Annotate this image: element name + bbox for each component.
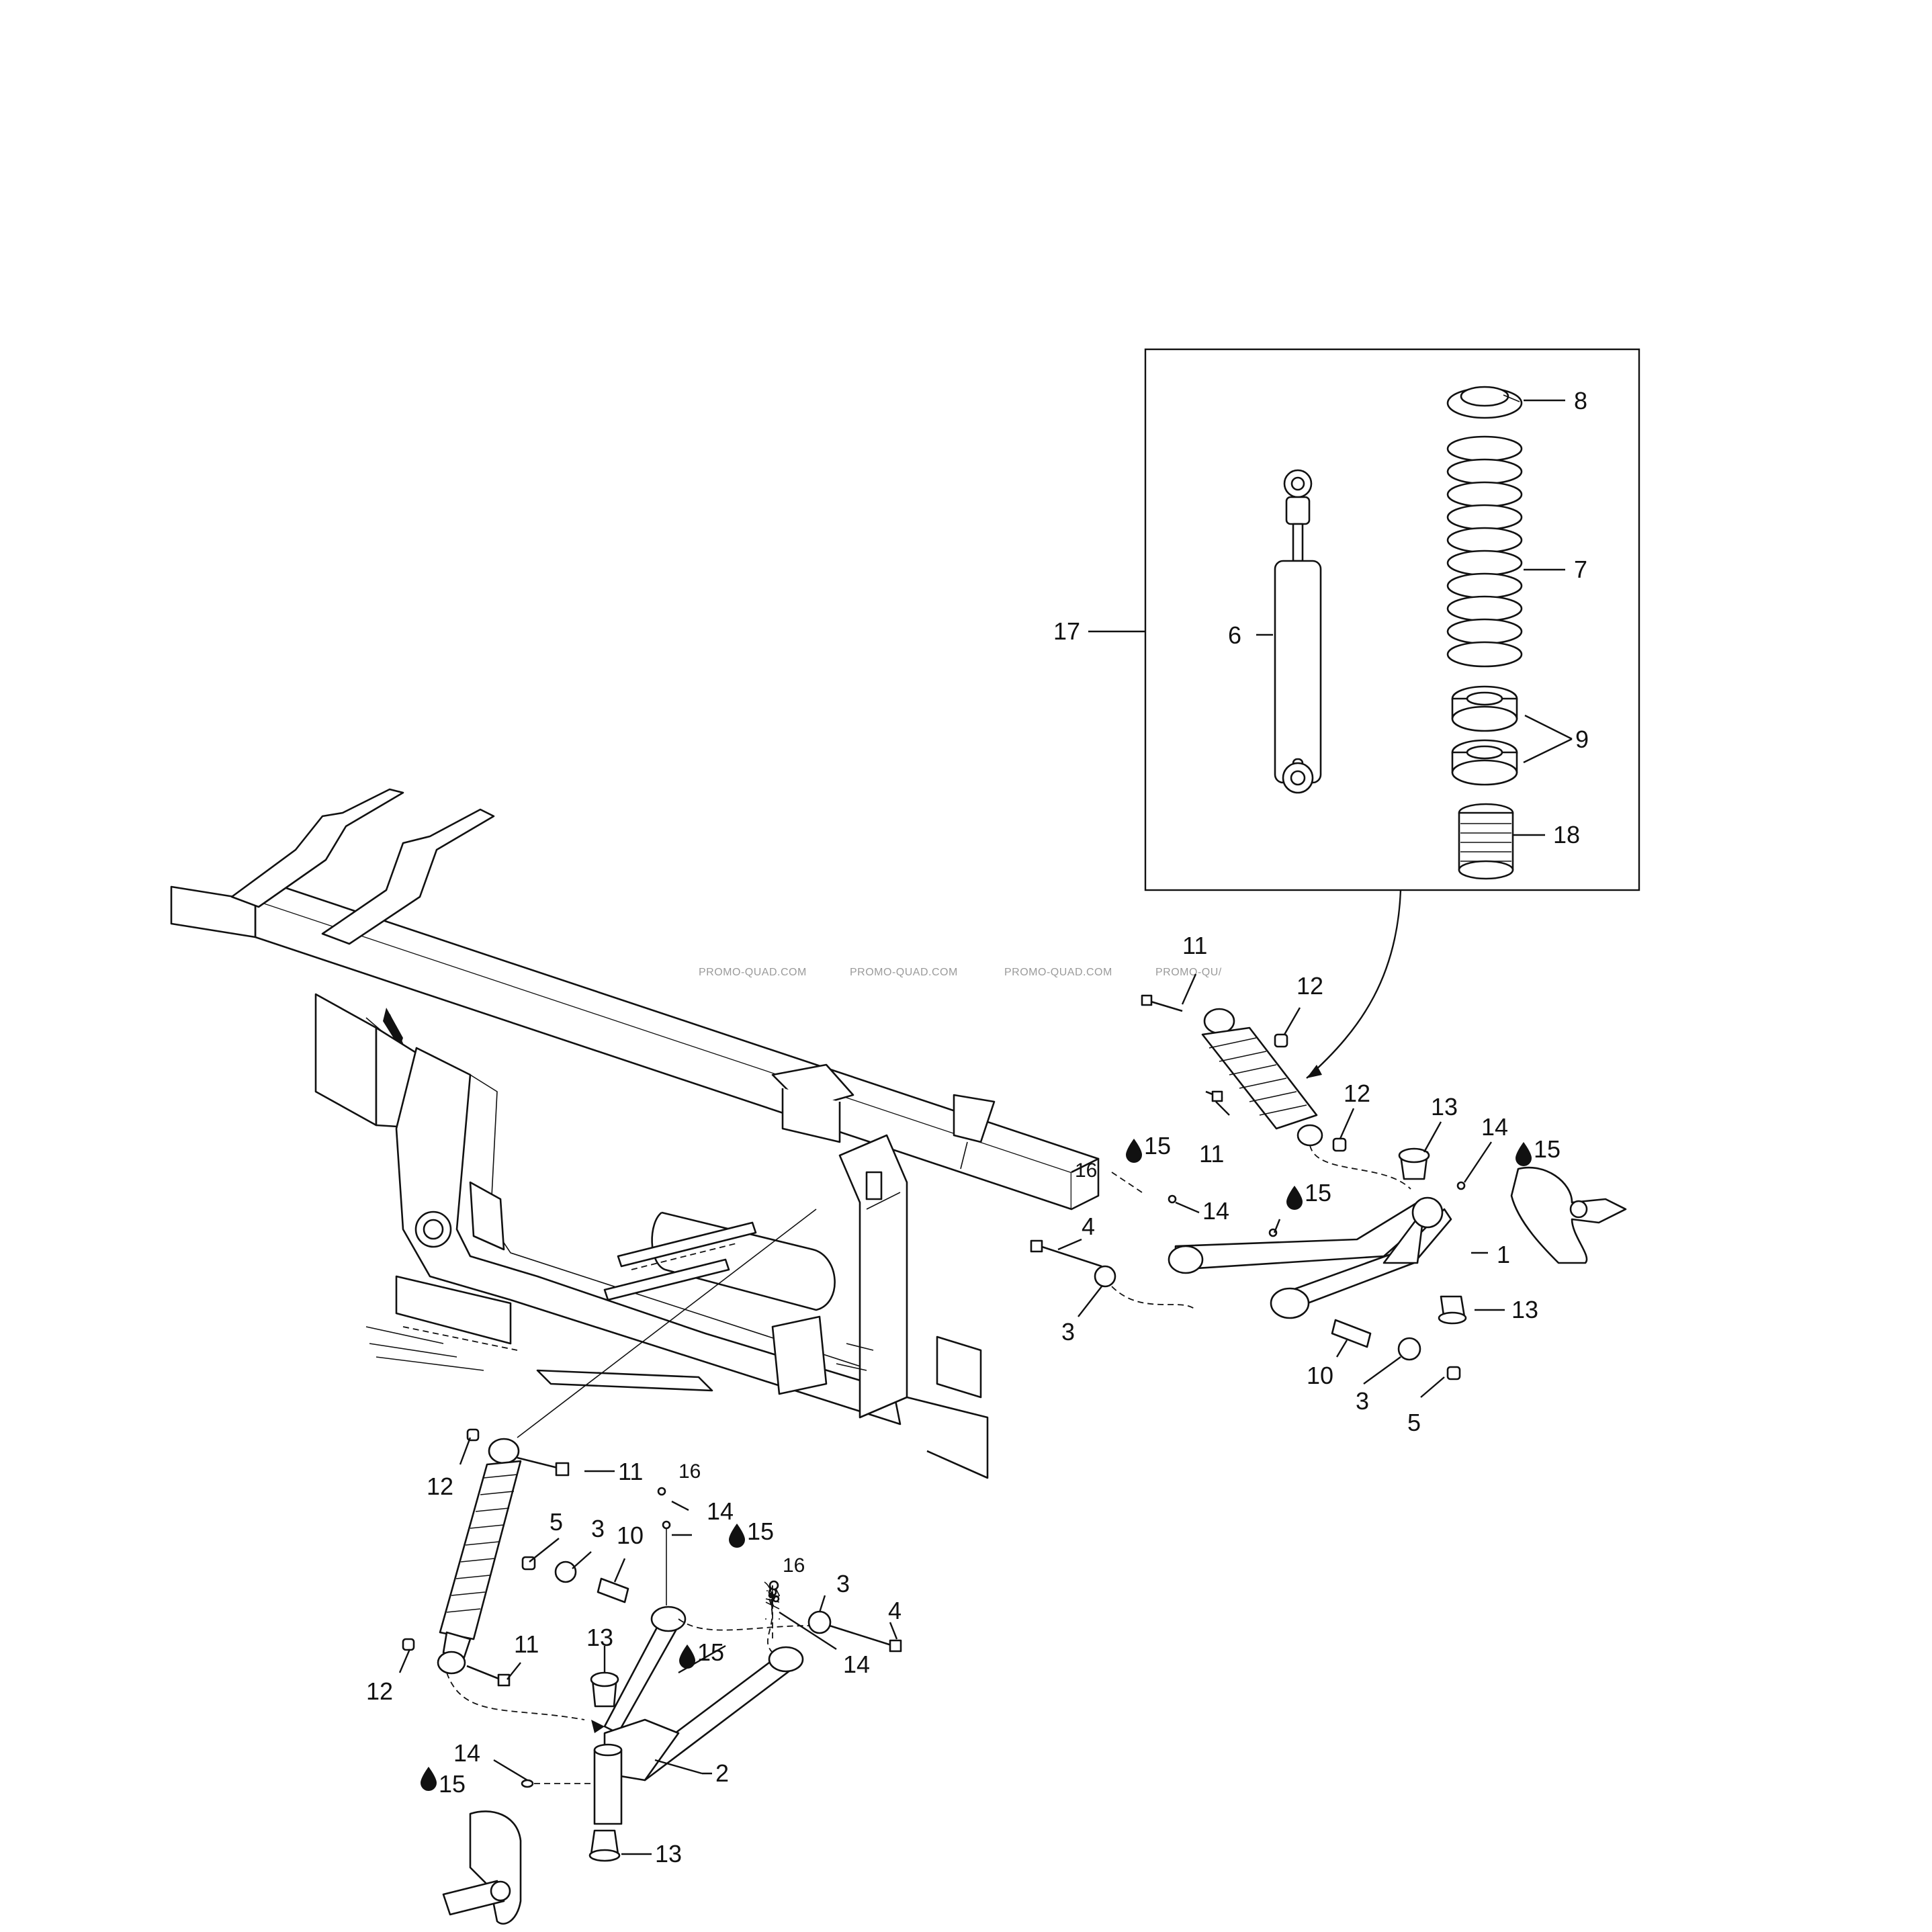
drop-icon <box>729 1524 745 1548</box>
callout-3-left-a: 3 <box>591 1515 605 1542</box>
watermark: PROMO-QUAD.COM PROMO-QUAD.COM PROMO-QUAD… <box>699 967 1222 978</box>
right-suspension <box>1030 973 1627 1398</box>
callout-14-left-c: 14 <box>453 1739 480 1767</box>
callout-12-right-lower: 12 <box>1344 1080 1370 1107</box>
callout-8: 8 <box>1574 387 1587 414</box>
left-a-arm <box>593 1606 804 1825</box>
callout-15-left-b: 15 <box>697 1638 724 1666</box>
right-knuckle <box>1510 1166 1627 1264</box>
left-suspension <box>398 1428 902 1925</box>
watermark-4: PROMO-QU/ <box>1155 967 1222 978</box>
callout-11-left-lower: 11 <box>514 1630 539 1658</box>
callout-3-right-b: 3 <box>1356 1387 1369 1415</box>
right-shock-assembly <box>1201 1008 1411 1190</box>
callout-3-right-a: 3 <box>1061 1318 1075 1346</box>
callout-18: 18 <box>1553 821 1580 848</box>
callout-15-left-a: 15 <box>747 1518 774 1545</box>
callout-14-left-b: 14 <box>843 1651 870 1678</box>
watermark-3: PROMO-QUAD.COM <box>1004 967 1112 978</box>
frame-assembly <box>170 788 1100 1479</box>
adjuster-rings-part-9 <box>1451 685 1518 786</box>
callout-11-right-lower: 11 <box>1199 1140 1224 1168</box>
left-shock-assembly <box>437 1438 585 1720</box>
callout-12-right-upper: 12 <box>1297 972 1323 1000</box>
callout-1: 1 <box>1497 1241 1510 1268</box>
drop-icon <box>1126 1139 1142 1163</box>
callout-13-right-upper: 13 <box>1431 1093 1458 1121</box>
callout-14-right-a: 14 <box>1481 1113 1508 1141</box>
left-knuckle <box>442 1810 522 1925</box>
drop-icon <box>679 1644 695 1669</box>
callout-14-left-a: 14 <box>707 1497 734 1525</box>
shock-kit-box <box>1144 348 1640 891</box>
callout-17: 17 <box>1053 617 1080 645</box>
callout-5-left: 5 <box>550 1508 563 1536</box>
right-a-arm <box>1168 1196 1452 1319</box>
callout-3-left-b: 3 <box>836 1570 850 1597</box>
callout-2: 2 <box>715 1759 729 1787</box>
callout-7: 7 <box>1574 556 1587 583</box>
callout-6: 6 <box>1228 621 1241 649</box>
callout-14-right-b: 14 <box>1202 1197 1229 1225</box>
damper-part-6 <box>1274 469 1322 794</box>
watermark-2: PROMO-QUAD.COM <box>850 967 958 978</box>
callout-13-right-lower: 13 <box>1511 1296 1538 1323</box>
callout-16-left-b: 16 <box>783 1554 805 1577</box>
callout-12-left-lower: 12 <box>366 1677 393 1705</box>
callout-15-right-c: 15 <box>1305 1179 1331 1206</box>
watermark-1: PROMO-QUAD.COM <box>699 967 807 978</box>
callout-9: 9 <box>1575 726 1589 753</box>
callout-12-left-upper: 12 <box>427 1473 453 1500</box>
callout-16-left-a: 16 <box>678 1460 701 1483</box>
drop-icon <box>1286 1186 1303 1210</box>
threaded-sleeve-part-18 <box>1458 803 1514 880</box>
drop-icon <box>1516 1142 1532 1166</box>
callout-15-right-b: 15 <box>1144 1132 1171 1159</box>
callout-5-right: 5 <box>1407 1409 1421 1436</box>
callout-10-left: 10 <box>617 1522 644 1549</box>
callout-11-left-upper: 11 <box>618 1458 643 1485</box>
kit-frame <box>1144 348 1640 891</box>
callout-4-right: 4 <box>1082 1213 1095 1240</box>
spring-retainer-part-8 <box>1446 386 1523 419</box>
callout-11-right-upper: 11 <box>1182 932 1207 959</box>
kit-arrow <box>1306 889 1402 1079</box>
callout-13-left-upper: 13 <box>586 1624 613 1651</box>
callout-13-left-lower: 13 <box>655 1840 682 1868</box>
callout-15-left-c: 15 <box>439 1770 466 1798</box>
callout-16-right: 16 <box>1075 1159 1097 1182</box>
drop-icon <box>421 1767 437 1791</box>
callout-15-right-a: 15 <box>1534 1135 1561 1163</box>
callout-4-left: 4 <box>888 1597 902 1624</box>
callout-10-right: 10 <box>1307 1362 1333 1389</box>
coil-spring-part-7 <box>1446 435 1523 668</box>
